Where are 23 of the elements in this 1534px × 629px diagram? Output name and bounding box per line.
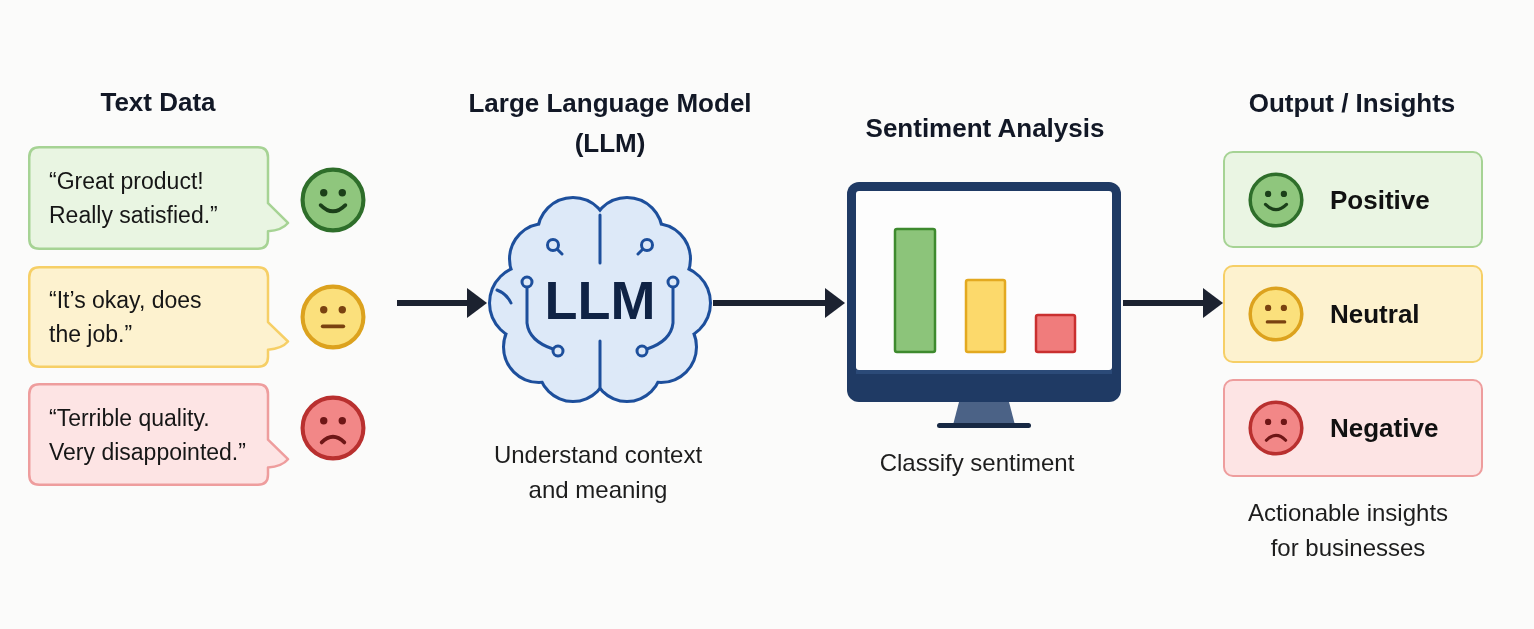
speech-bubble (28, 146, 290, 250)
quote-text: “Great product! Really satisfied.” (49, 167, 219, 230)
sentiment-box (1223, 265, 1483, 363)
brain-label: LLM (544, 271, 656, 329)
arrow (1123, 288, 1223, 318)
caption-text: Actionable insights for businesses (1246, 498, 1450, 563)
quote-text: “Terrible quality. Very disappointed.” (49, 403, 247, 467)
speech-bubble (28, 383, 290, 486)
sentiment-label: Neutral (1330, 298, 1420, 331)
caption-text: Classify sentiment (879, 448, 1075, 478)
column-heading: Large Language Model (LLM) (467, 87, 753, 160)
sentiment-label: Positive (1330, 183, 1430, 217)
sentiment-box (1223, 379, 1483, 477)
quote-text: “It’s okay, does the job.” (49, 286, 203, 349)
caption-text: Understand context and meaning (492, 440, 704, 505)
speech-bubble (28, 266, 290, 368)
column-heading: Sentiment Analysis (865, 112, 1105, 145)
column-heading: Output / Insights (1248, 87, 1456, 120)
column-heading: Text Data (100, 86, 216, 119)
arrow (397, 288, 487, 318)
sentiment-label: Negative (1330, 412, 1439, 445)
sentiment-box (1223, 151, 1483, 248)
arrow (713, 288, 845, 318)
